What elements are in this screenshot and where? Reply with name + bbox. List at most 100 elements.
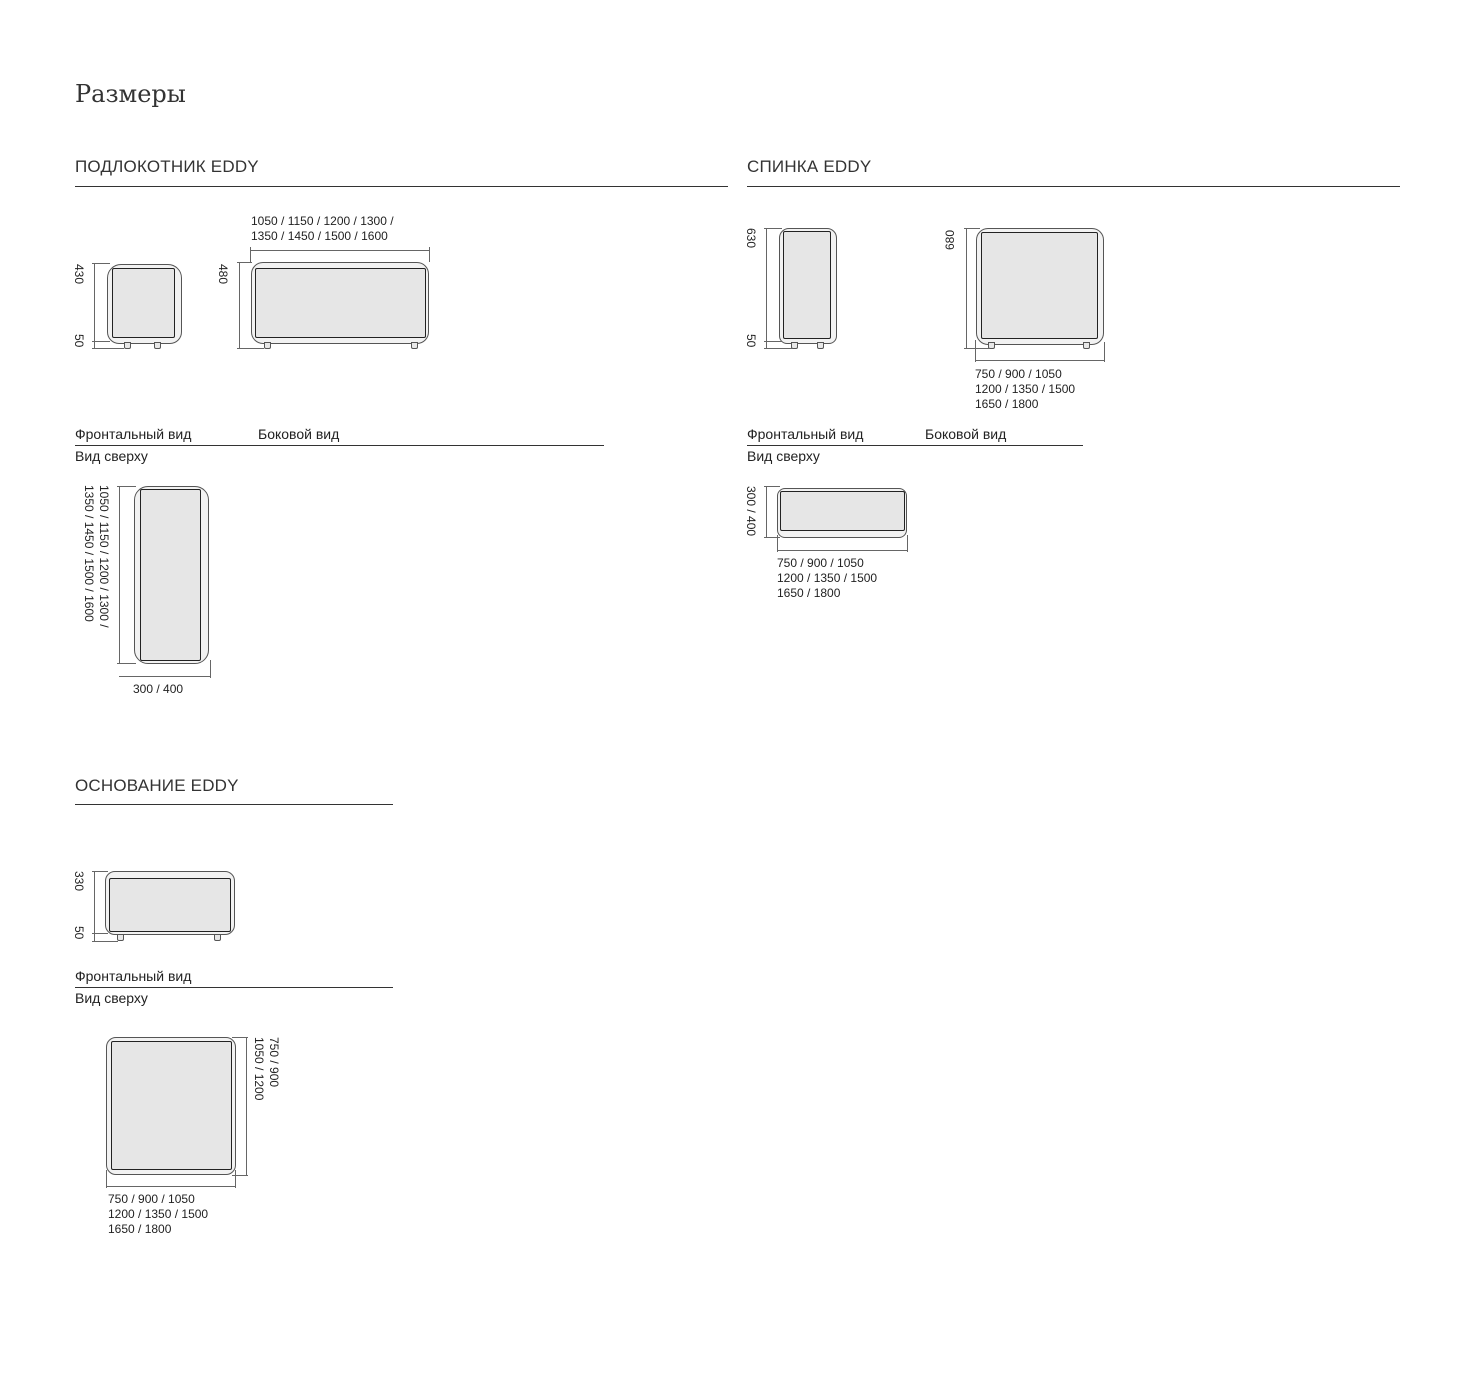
armrest-divider — [75, 186, 728, 187]
back-front-label: Фронтальный вид — [747, 426, 864, 442]
back-top-tick — [764, 486, 780, 487]
back-top-label: Вид сверху — [747, 448, 820, 464]
back-side-dim — [966, 228, 967, 348]
back-top-width-1: 750 / 900 / 1050 — [777, 556, 864, 570]
base-top-label: Вид сверху — [75, 990, 148, 1006]
back-side-view-panel — [981, 232, 1098, 339]
armrest-front-view-panel — [112, 268, 175, 338]
armrest-top-tick — [210, 660, 211, 678]
back-top-width-dim — [777, 550, 907, 551]
armrest-side-tick — [237, 262, 252, 263]
back-side-view-leg — [1083, 342, 1090, 349]
armrest-top-depth: 300 / 400 — [133, 682, 184, 696]
back-top-depth: 300 / 400 — [744, 486, 758, 537]
armrest-width-dim — [250, 250, 430, 251]
back-side-tick — [964, 228, 980, 229]
back-side-width-2: 1200 / 1350 / 1500 — [975, 382, 1076, 396]
armrest-top-dim — [119, 486, 120, 663]
base-front-view-panel — [109, 878, 231, 932]
armrest-top-label: Вид сверху — [75, 448, 148, 464]
armrest-width-tick — [429, 247, 430, 262]
base-front-tick — [92, 933, 108, 934]
armrest-top-tick — [117, 663, 136, 664]
back-front-leg: 50 — [744, 334, 758, 348]
back-section-title: СПИНКА EDDY — [747, 157, 872, 176]
armrest-top-depth-dim — [119, 676, 210, 677]
armrest-front-dim — [94, 263, 95, 348]
armrest-front-leg: 50 — [72, 334, 86, 348]
back-width-tick — [975, 340, 976, 362]
back-width-dim — [975, 360, 1104, 361]
back-front-tick — [764, 228, 782, 229]
armrest-width-tick — [250, 247, 251, 262]
armrest-front-label: Фронтальный вид — [75, 426, 192, 442]
base-front-leg: 50 — [72, 926, 86, 940]
base-front-height: 330 — [72, 871, 86, 892]
back-front-tick — [764, 341, 782, 342]
back-front-tick — [764, 348, 792, 349]
armrest-side-width-1: 1050 / 1150 / 1200 / 1300 / — [251, 214, 394, 228]
back-top-dim — [766, 486, 767, 537]
base-top-dim — [246, 1037, 247, 1175]
page-title: Размеры — [75, 80, 186, 108]
armrest-front-view-leg — [154, 342, 161, 349]
base-section-title: ОСНОВАНИЕ EDDY — [75, 776, 239, 795]
base-top-tick — [232, 1037, 248, 1038]
back-width-tick — [1104, 342, 1105, 362]
base-front-dim — [94, 871, 95, 941]
back-front-height: 630 — [744, 228, 758, 249]
back-side-width-1: 750 / 900 / 1050 — [975, 367, 1062, 381]
base-top-depth-2: 1050 / 1200 — [252, 1037, 266, 1101]
base-front-tick — [92, 871, 108, 872]
back-top-tick — [907, 535, 908, 552]
armrest-side-view-leg — [411, 342, 418, 349]
armrest-section-title: ПОДЛОКОТНИК EDDY — [75, 157, 259, 176]
back-front-view-panel — [783, 231, 831, 339]
back-views-divider — [747, 445, 1083, 446]
back-side-label: Боковой вид — [925, 426, 1007, 442]
armrest-front-tick — [92, 263, 110, 264]
back-top-tick — [777, 535, 778, 552]
base-front-view-leg — [214, 934, 221, 941]
back-front-dim — [766, 228, 767, 348]
base-top-width-1: 750 / 900 / 1050 — [108, 1192, 195, 1206]
base-top-view-panel — [111, 1041, 232, 1170]
back-divider — [747, 186, 1400, 187]
armrest-views-divider — [75, 445, 604, 446]
back-side-view-leg — [988, 342, 995, 349]
back-front-view-leg — [817, 342, 824, 349]
armrest-side-label: Боковой вид — [258, 426, 340, 442]
armrest-side-tick — [237, 348, 264, 349]
armrest-side-view-leg — [264, 342, 271, 349]
armrest-side-view-panel — [255, 268, 426, 338]
base-front-label: Фронтальный вид — [75, 968, 192, 984]
base-top-width-dim — [106, 1186, 236, 1187]
back-side-width-3: 1650 / 1800 — [975, 397, 1039, 411]
armrest-side-height: 480 — [216, 264, 230, 285]
base-top-width-2: 1200 / 1350 / 1500 — [108, 1207, 209, 1221]
armrest-top-tick — [117, 486, 136, 487]
armrest-front-tick — [92, 341, 110, 342]
back-side-height: 680 — [943, 229, 957, 250]
back-top-view-panel — [780, 491, 905, 531]
base-front-view-leg — [117, 934, 124, 941]
armrest-side-dim — [239, 262, 240, 348]
back-top-tick — [764, 537, 780, 538]
back-top-width-3: 1650 / 1800 — [777, 586, 841, 600]
back-front-view-leg — [791, 342, 798, 349]
base-divider — [75, 804, 393, 805]
armrest-top-view-panel — [140, 489, 201, 661]
base-top-tick — [232, 1175, 248, 1176]
base-top-depth-1: 750 / 900 — [267, 1037, 281, 1088]
armrest-front-view-leg — [124, 342, 131, 349]
back-top-width-2: 1200 / 1350 / 1500 — [777, 571, 878, 585]
base-top-tick — [235, 1170, 236, 1188]
base-front-tick — [92, 941, 118, 942]
armrest-top-length-1: 1050 / 1150 / 1200 / 1300 / — [97, 485, 111, 628]
base-top-tick — [106, 1170, 107, 1188]
armrest-front-height: 430 — [72, 264, 86, 285]
base-top-width-3: 1650 / 1800 — [108, 1222, 172, 1236]
back-side-tick — [964, 348, 990, 349]
armrest-side-width-2: 1350 / 1450 / 1500 / 1600 — [251, 229, 388, 243]
armrest-top-length-2: 1350 / 1450 / 1500 / 1600 — [82, 485, 96, 622]
